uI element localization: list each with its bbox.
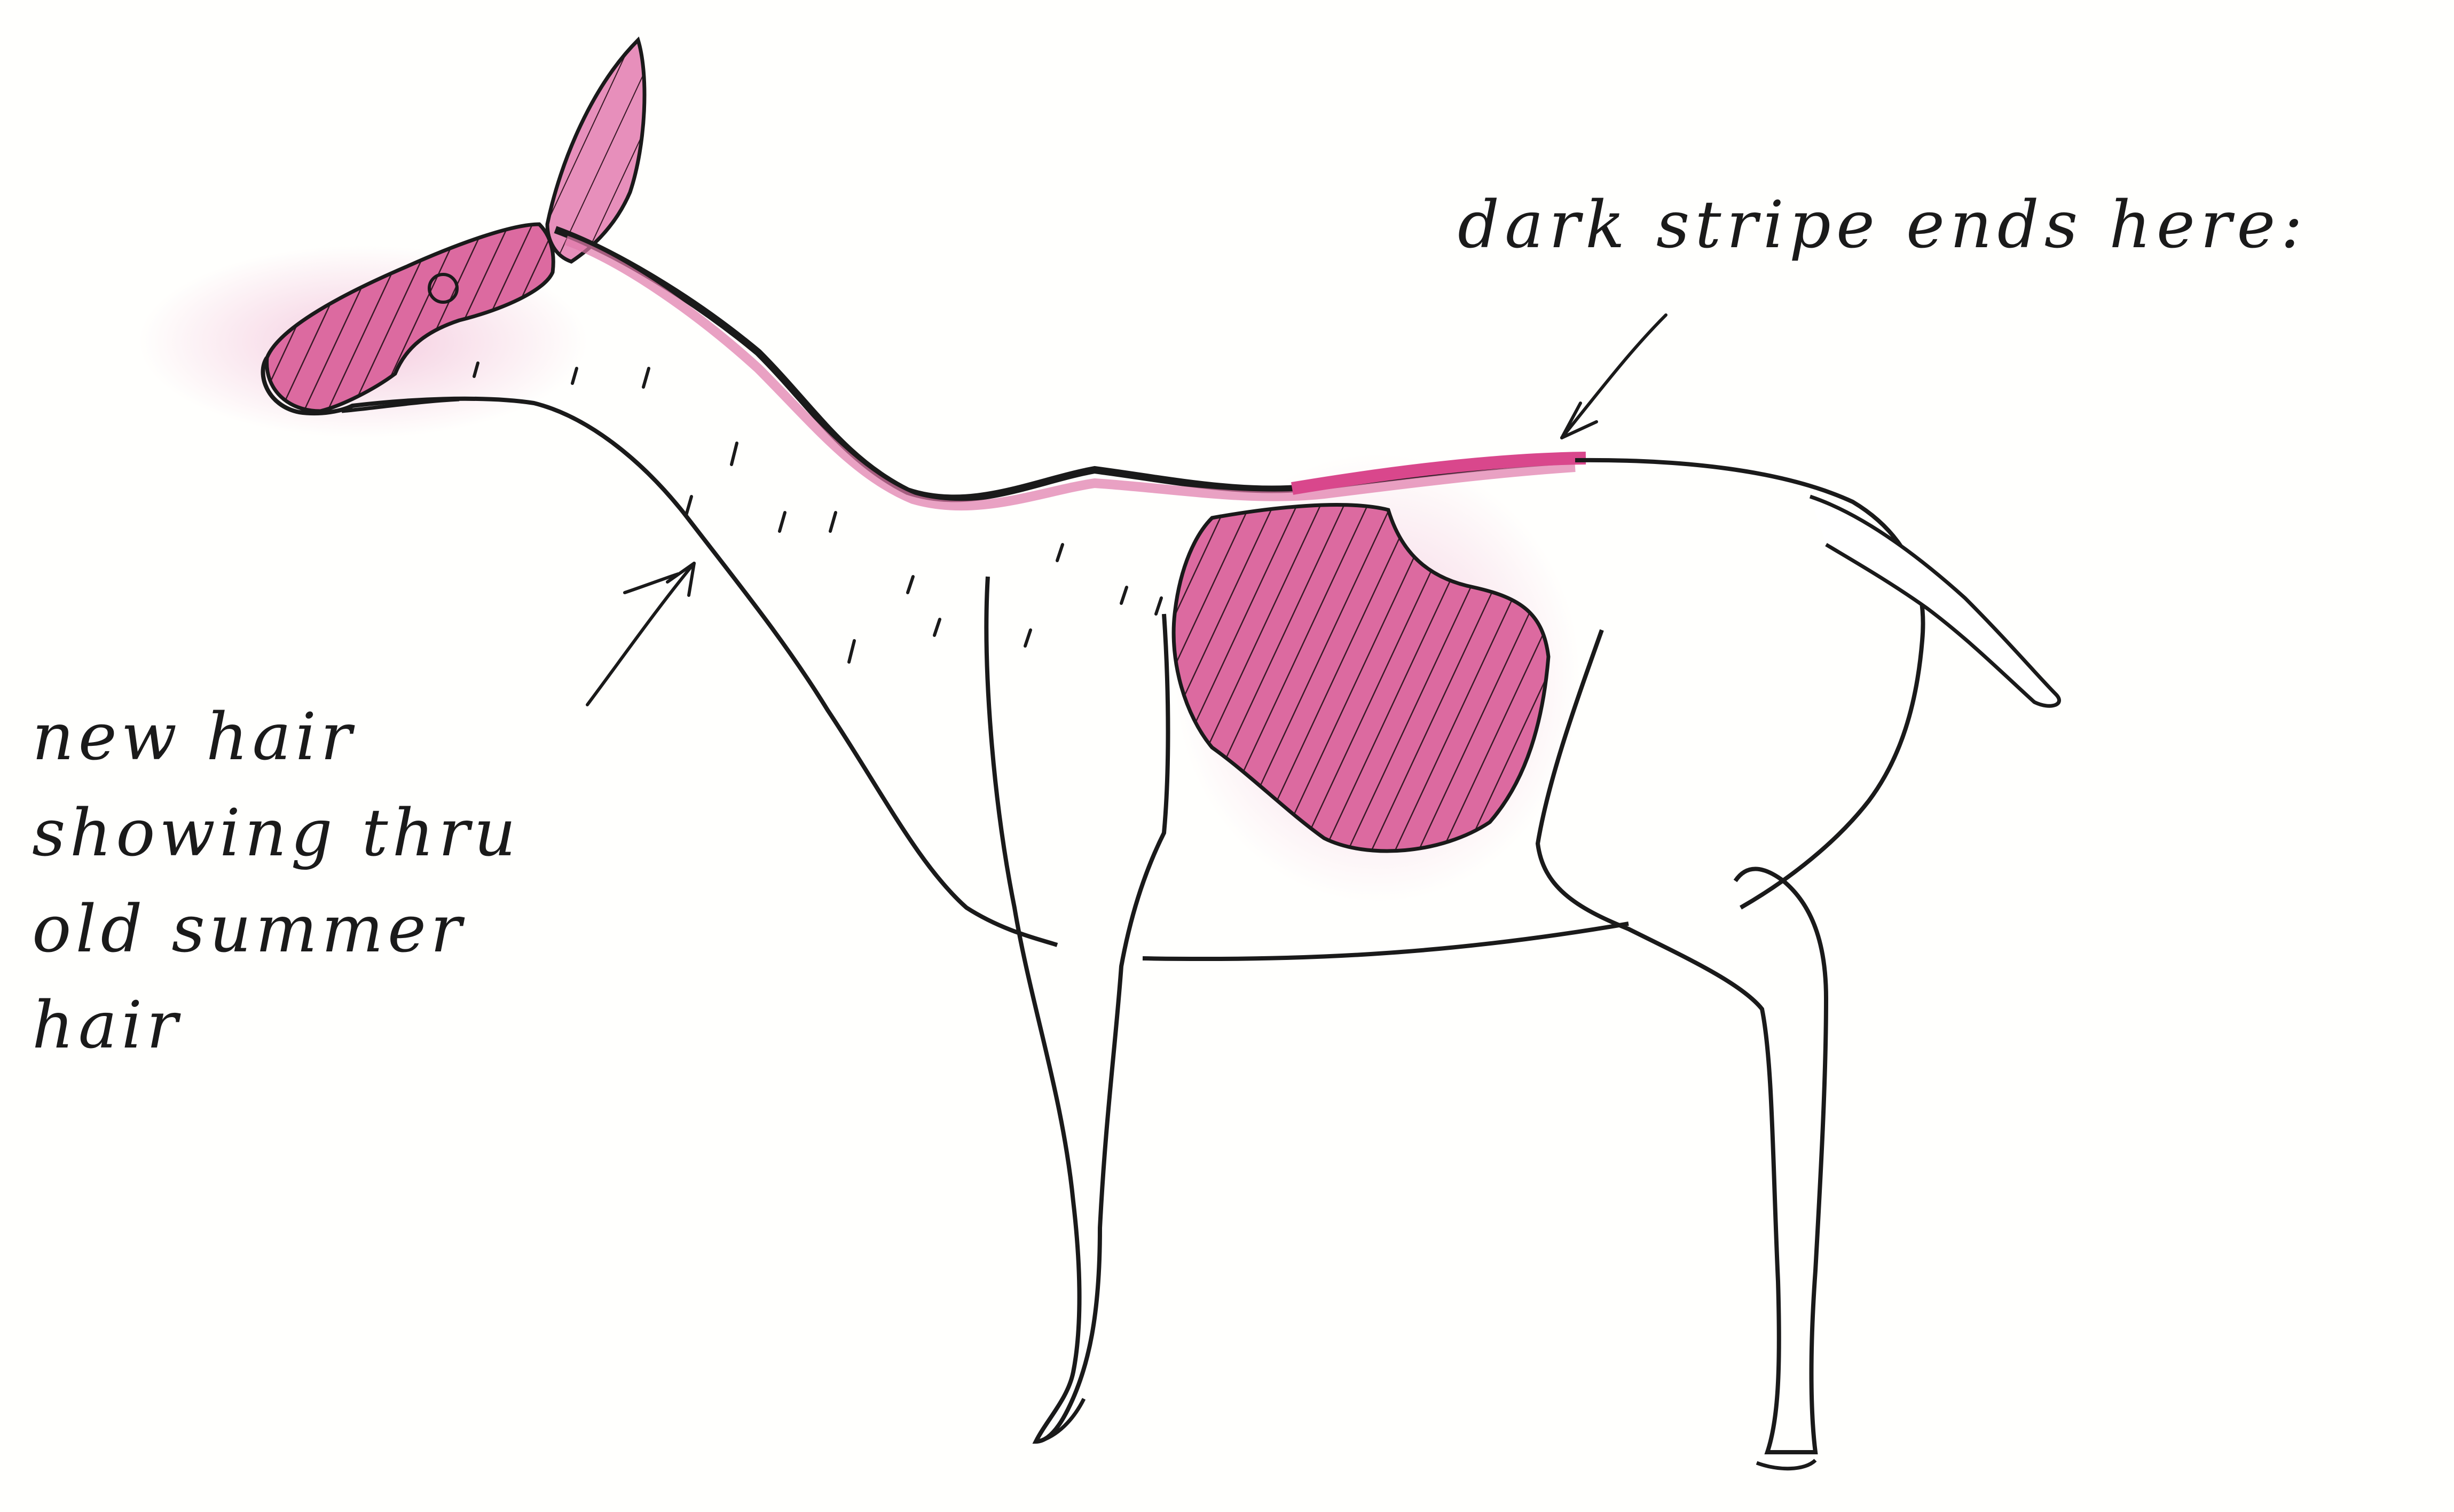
stripe-arrow [1562, 315, 1666, 438]
stripe-annotation: dark stripe ends here: [1458, 187, 2308, 263]
mane-stripe [555, 230, 1575, 498]
hind-hoof [1757, 1460, 1815, 1469]
hind-leg [1538, 630, 1826, 1452]
tail [1810, 497, 2059, 706]
hair-annotation-line: old summer [32, 881, 520, 977]
hair-arrow [587, 563, 694, 705]
hair-annotation-line: hair [32, 977, 520, 1073]
hair-annotation-line: new hair [32, 689, 520, 785]
belly [1143, 924, 1629, 959]
hair-ticks [474, 363, 1161, 662]
hair-annotation: new hair showing thru old summer hair [32, 689, 520, 1073]
front-leg-near [986, 577, 1168, 1442]
hair-annotation-line: showing thru [32, 785, 520, 881]
